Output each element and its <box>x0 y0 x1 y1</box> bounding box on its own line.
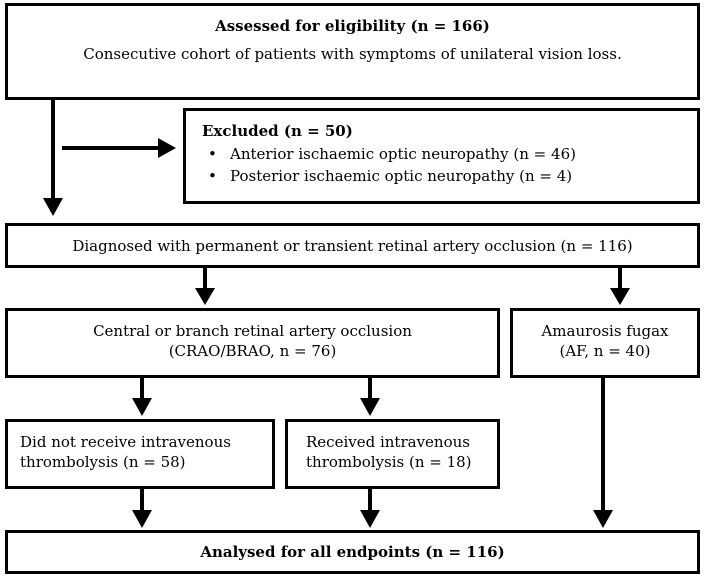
no-ivt-line1: Did not receive intravenous <box>20 433 231 451</box>
bullet-icon: • <box>208 167 217 185</box>
af-line1: Amaurosis fugax <box>541 322 669 340</box>
excluded-item: • Anterior ischaemic optic neuropathy (n… <box>202 143 697 165</box>
ivt-box: Received intravenous thrombolysis (n = 1… <box>285 419 500 489</box>
ivt-line2: thrombolysis (n = 18) <box>306 453 472 471</box>
af-box: Amaurosis fugax (AF, n = 40) <box>510 308 700 378</box>
excluded-title: Excluded (n = 50) <box>202 122 353 140</box>
crao-line2: (CRAO/BRAO, n = 76) <box>168 342 337 360</box>
eligibility-box: Assessed for eligibility (n = 166) Conse… <box>5 3 700 100</box>
analysed-text: Analysed for all endpoints (n = 116) <box>200 543 505 561</box>
bullet-icon: • <box>208 145 217 163</box>
excluded-box: Excluded (n = 50) • Anterior ischaemic o… <box>183 108 700 204</box>
af-line2: (AF, n = 40) <box>559 342 651 360</box>
crao-line1: Central or branch retinal artery occlusi… <box>93 322 412 340</box>
eligibility-title: Assessed for eligibility (n = 166) <box>215 17 490 35</box>
excluded-list: • Anterior ischaemic optic neuropathy (n… <box>202 143 697 187</box>
crao-box: Central or branch retinal artery occlusi… <box>5 308 500 378</box>
no-ivt-line2: thrombolysis (n = 58) <box>20 453 186 471</box>
no-ivt-box: Did not receive intravenous thrombolysis… <box>5 419 275 489</box>
diagnosed-box: Diagnosed with permanent or transient re… <box>5 223 700 268</box>
ivt-line1: Received intravenous <box>306 433 470 451</box>
excluded-item-text: Posterior ischaemic optic neuropathy (n … <box>230 167 573 185</box>
excluded-item: • Posterior ischaemic optic neuropathy (… <box>202 165 697 187</box>
eligibility-subtitle: Consecutive cohort of patients with symp… <box>83 45 622 63</box>
diagnosed-text: Diagnosed with permanent or transient re… <box>72 237 633 255</box>
analysed-box: Analysed for all endpoints (n = 116) <box>5 530 700 574</box>
excluded-item-text: Anterior ischaemic optic neuropathy (n =… <box>230 145 576 163</box>
